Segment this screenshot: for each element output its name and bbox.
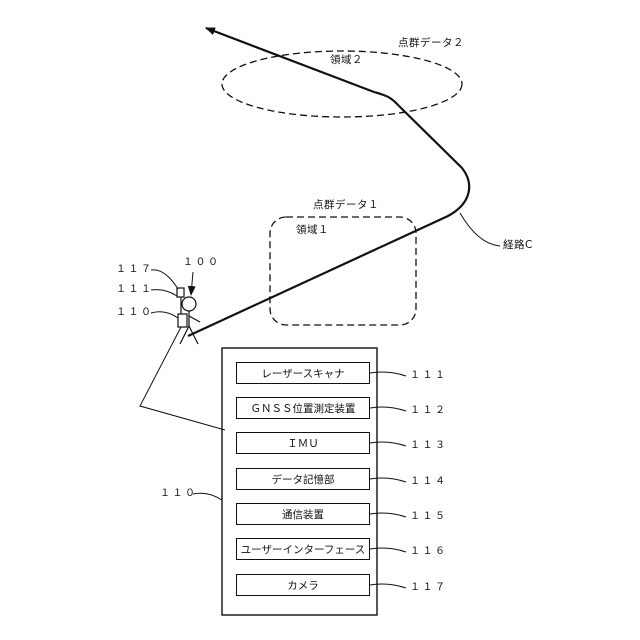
- route-c-label: 経路C: [503, 240, 533, 251]
- component-imu: ＩＭＵ: [236, 432, 370, 454]
- ref-114: １１４: [410, 477, 448, 487]
- ref-112: １１２: [410, 406, 448, 416]
- leader-100: [191, 272, 193, 295]
- ref-111: １１１: [410, 371, 448, 381]
- ref-117-top: １１７: [116, 265, 154, 275]
- component-communication: 通信装置: [236, 503, 370, 525]
- ref-113: １１３: [410, 441, 448, 451]
- region-1-outline: [270, 217, 416, 325]
- component-user-interface: ユーザーインターフェース: [236, 538, 370, 560]
- ref-100: １００: [183, 258, 221, 268]
- ref-116: １１６: [410, 547, 448, 557]
- ref-110-block: １１０: [160, 489, 198, 499]
- device-to-block-connector: [140, 327, 225, 430]
- ref-117: １１７: [410, 583, 448, 593]
- point-cloud-2-label: 点群データ２: [398, 38, 464, 49]
- component-data-storage: データ記憶部: [236, 468, 370, 490]
- leader-110-top: [151, 312, 178, 318]
- route-c-leader: [460, 213, 500, 246]
- ref-111-top: １１１: [116, 285, 154, 295]
- region-2-label: 領域２: [330, 55, 363, 66]
- component-leaders: [370, 372, 406, 588]
- region-1-label: 領域１: [296, 225, 329, 236]
- leader-117-top: [151, 270, 178, 289]
- component-gnss: ＧＮＳＳ位置測定装置: [236, 397, 370, 419]
- component-laser-scanner: レーザースキャナ: [236, 362, 370, 384]
- ref-115: １１５: [410, 512, 448, 522]
- leader-111-top: [151, 290, 177, 296]
- component-camera: カメラ: [236, 574, 370, 596]
- route-c-path: [188, 28, 469, 336]
- ref-110-top: １１０: [116, 308, 154, 318]
- point-cloud-1-label: 点群データ１: [313, 200, 379, 211]
